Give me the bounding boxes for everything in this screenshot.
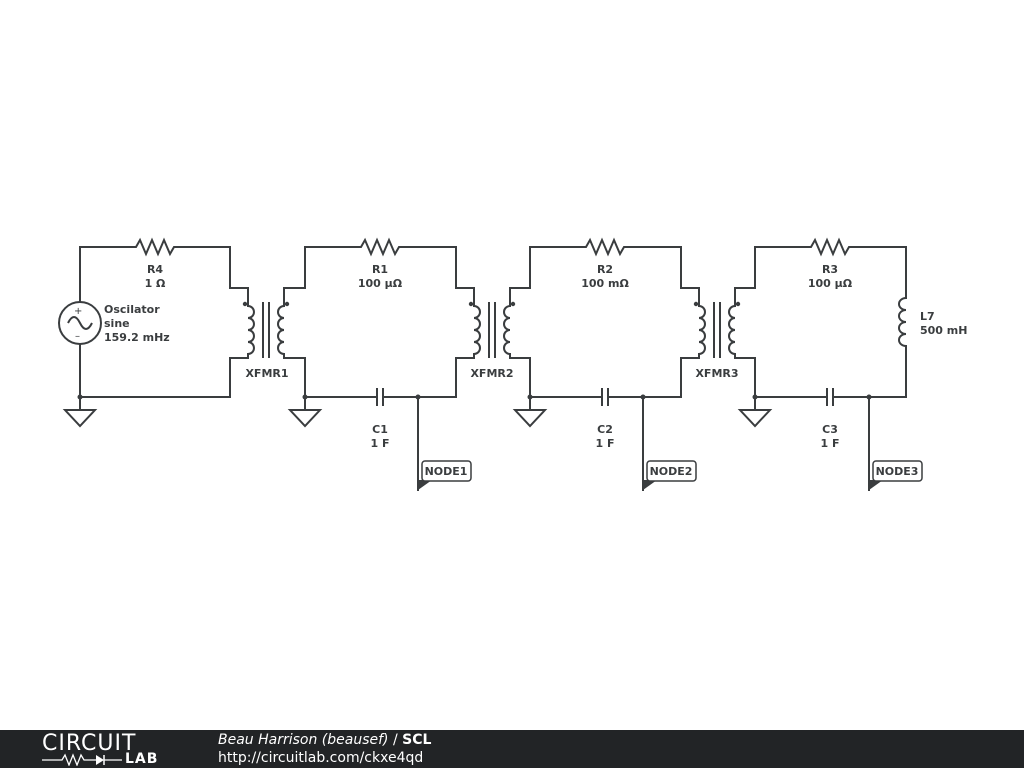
stage-3 [734,239,907,491]
stage-1 [283,239,475,491]
r1-value: 100 µΩ [358,277,403,290]
oscillator-source[interactable]: + – [58,301,102,345]
ground-symbol [64,397,96,427]
r4-name: R4 [147,263,163,276]
logo-text-bottom: LAB [125,751,159,767]
node-flag-3[interactable]: NODE3 [869,460,923,490]
r3-value: 100 µΩ [808,277,853,290]
xfmr3-name: XFMR3 [695,367,738,380]
stage-2 [509,239,700,491]
c1-value: 1 F [371,437,390,450]
source-loop: + – [58,239,249,427]
capacitor-c2[interactable] [586,387,624,407]
project-name[interactable]: SCL [402,732,432,748]
ground-symbol [514,397,546,427]
logo-text-top: CIRCUIT [42,731,137,756]
node-label: NODE1 [425,465,468,478]
c3-value: 1 F [821,437,840,450]
circuit-schematic: + – [58,239,967,491]
transformer-xfmr1[interactable] [241,300,291,359]
r2-name: R2 [597,263,613,276]
node-label: NODE3 [876,465,919,478]
resistor-diode-icon [42,753,122,766]
capacitor-c1[interactable] [361,387,399,407]
osc-type: sine [104,317,130,330]
circuitlab-logo[interactable]: CIRCUIT LAB [42,731,182,768]
r1-name: R1 [372,263,388,276]
project-url[interactable]: http://circuitlab.com/ckxe4qd [218,750,424,766]
svg-text:+: + [74,306,82,317]
c2-name: C2 [597,423,613,436]
osc-freq: 159.2 mHz [104,331,170,344]
capacitor-c3[interactable] [811,387,849,407]
xfmr1-name: XFMR1 [245,367,288,380]
separator: / [388,732,403,748]
xfmr2-name: XFMR2 [470,367,513,380]
svg-text:–: – [75,331,80,342]
inductor-l7[interactable] [898,297,907,347]
resistor-r2[interactable] [579,239,631,255]
r3-name: R3 [822,263,838,276]
node-flag-2[interactable]: NODE2 [643,460,697,490]
node-flag-1[interactable]: NODE1 [418,460,472,490]
osc-name: Oscilator [104,303,160,316]
l7-value: 500 mH [920,324,967,337]
node-label: NODE2 [650,465,693,478]
resistor-r1[interactable] [354,239,406,255]
l7-name: L7 [920,310,935,323]
ground-symbol [289,397,321,427]
resistor-r3[interactable] [804,239,856,255]
c3-name: C3 [822,423,838,436]
transformer-xfmr3[interactable] [692,300,742,359]
transformer-xfmr2[interactable] [467,300,517,359]
author-name[interactable]: Beau Harrison (beausef) [218,732,389,748]
resistor-r4[interactable] [129,239,181,255]
author-line: Beau Harrison (beausef) / SCL [218,732,431,748]
c1-name: C1 [372,423,388,436]
r2-value: 100 mΩ [581,277,629,290]
c2-value: 1 F [596,437,615,450]
r4-value: 1 Ω [145,277,166,290]
ground-symbol [739,397,771,427]
footer-bar: CIRCUIT LAB Beau Harrison (beausef) / SC… [0,730,1024,768]
